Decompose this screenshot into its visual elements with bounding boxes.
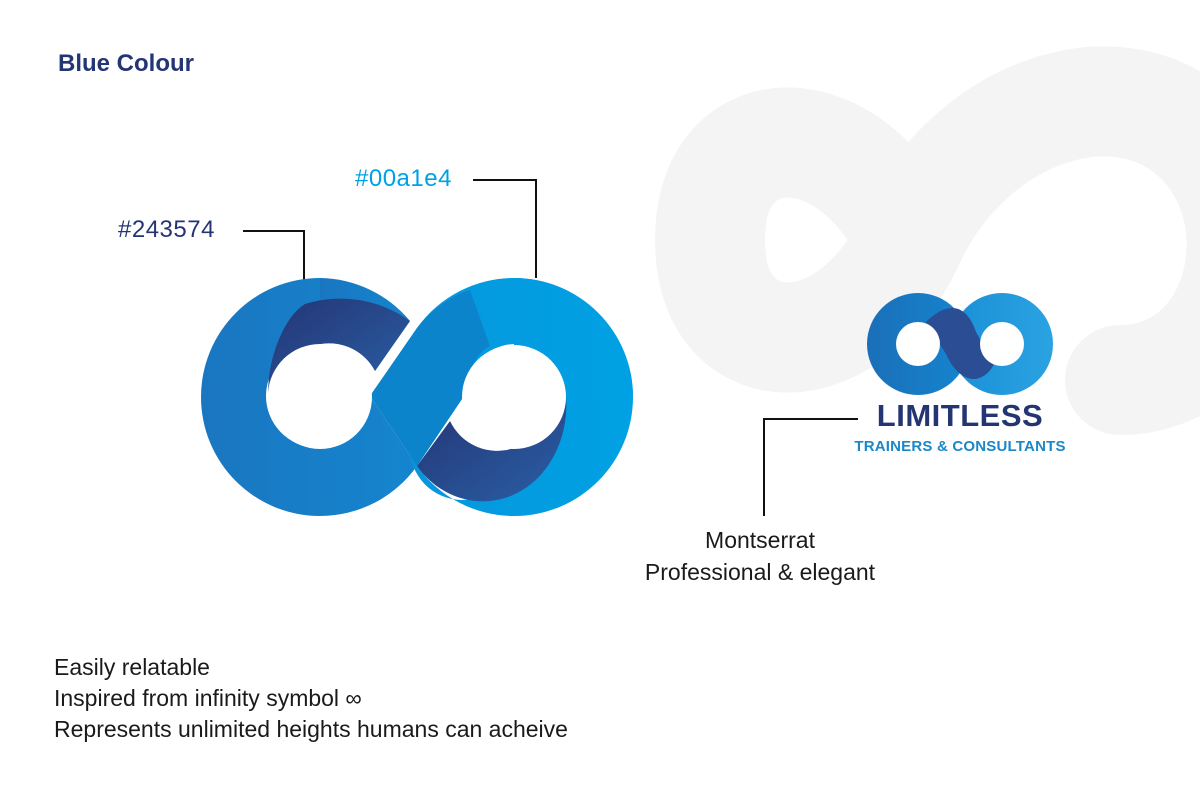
brand-lockup: LIMITLESS TRAINERS & CONSULTANTS	[838, 292, 1088, 462]
dark-blue-hex-label: #243574	[118, 216, 215, 243]
font-description: Professional & elegant	[644, 559, 876, 585]
light-blue-hex-label: #00a1e4	[355, 165, 452, 192]
note-item: Represents unlimited heights humans can …	[54, 716, 568, 742]
note-item: Inspired from infinity symbol ∞	[54, 685, 362, 711]
font-name: Montserrat	[705, 527, 815, 553]
notes-list: Easily relatable Inspired from infinity …	[54, 652, 568, 745]
font-note: Montserrat Professional & elegant	[600, 524, 920, 588]
section-title: Blue Colour	[58, 50, 194, 77]
brand-infinity-icon	[867, 293, 1053, 395]
note-item: Easily relatable	[54, 654, 210, 680]
brand-tagline: TRAINERS & CONSULTANTS	[854, 438, 1066, 455]
infinity-logo-icon	[201, 278, 633, 516]
light-hex-callout-line	[473, 179, 537, 278]
brand-name: LIMITLESS	[876, 398, 1044, 433]
background-infinity-icon	[654, 46, 1200, 435]
